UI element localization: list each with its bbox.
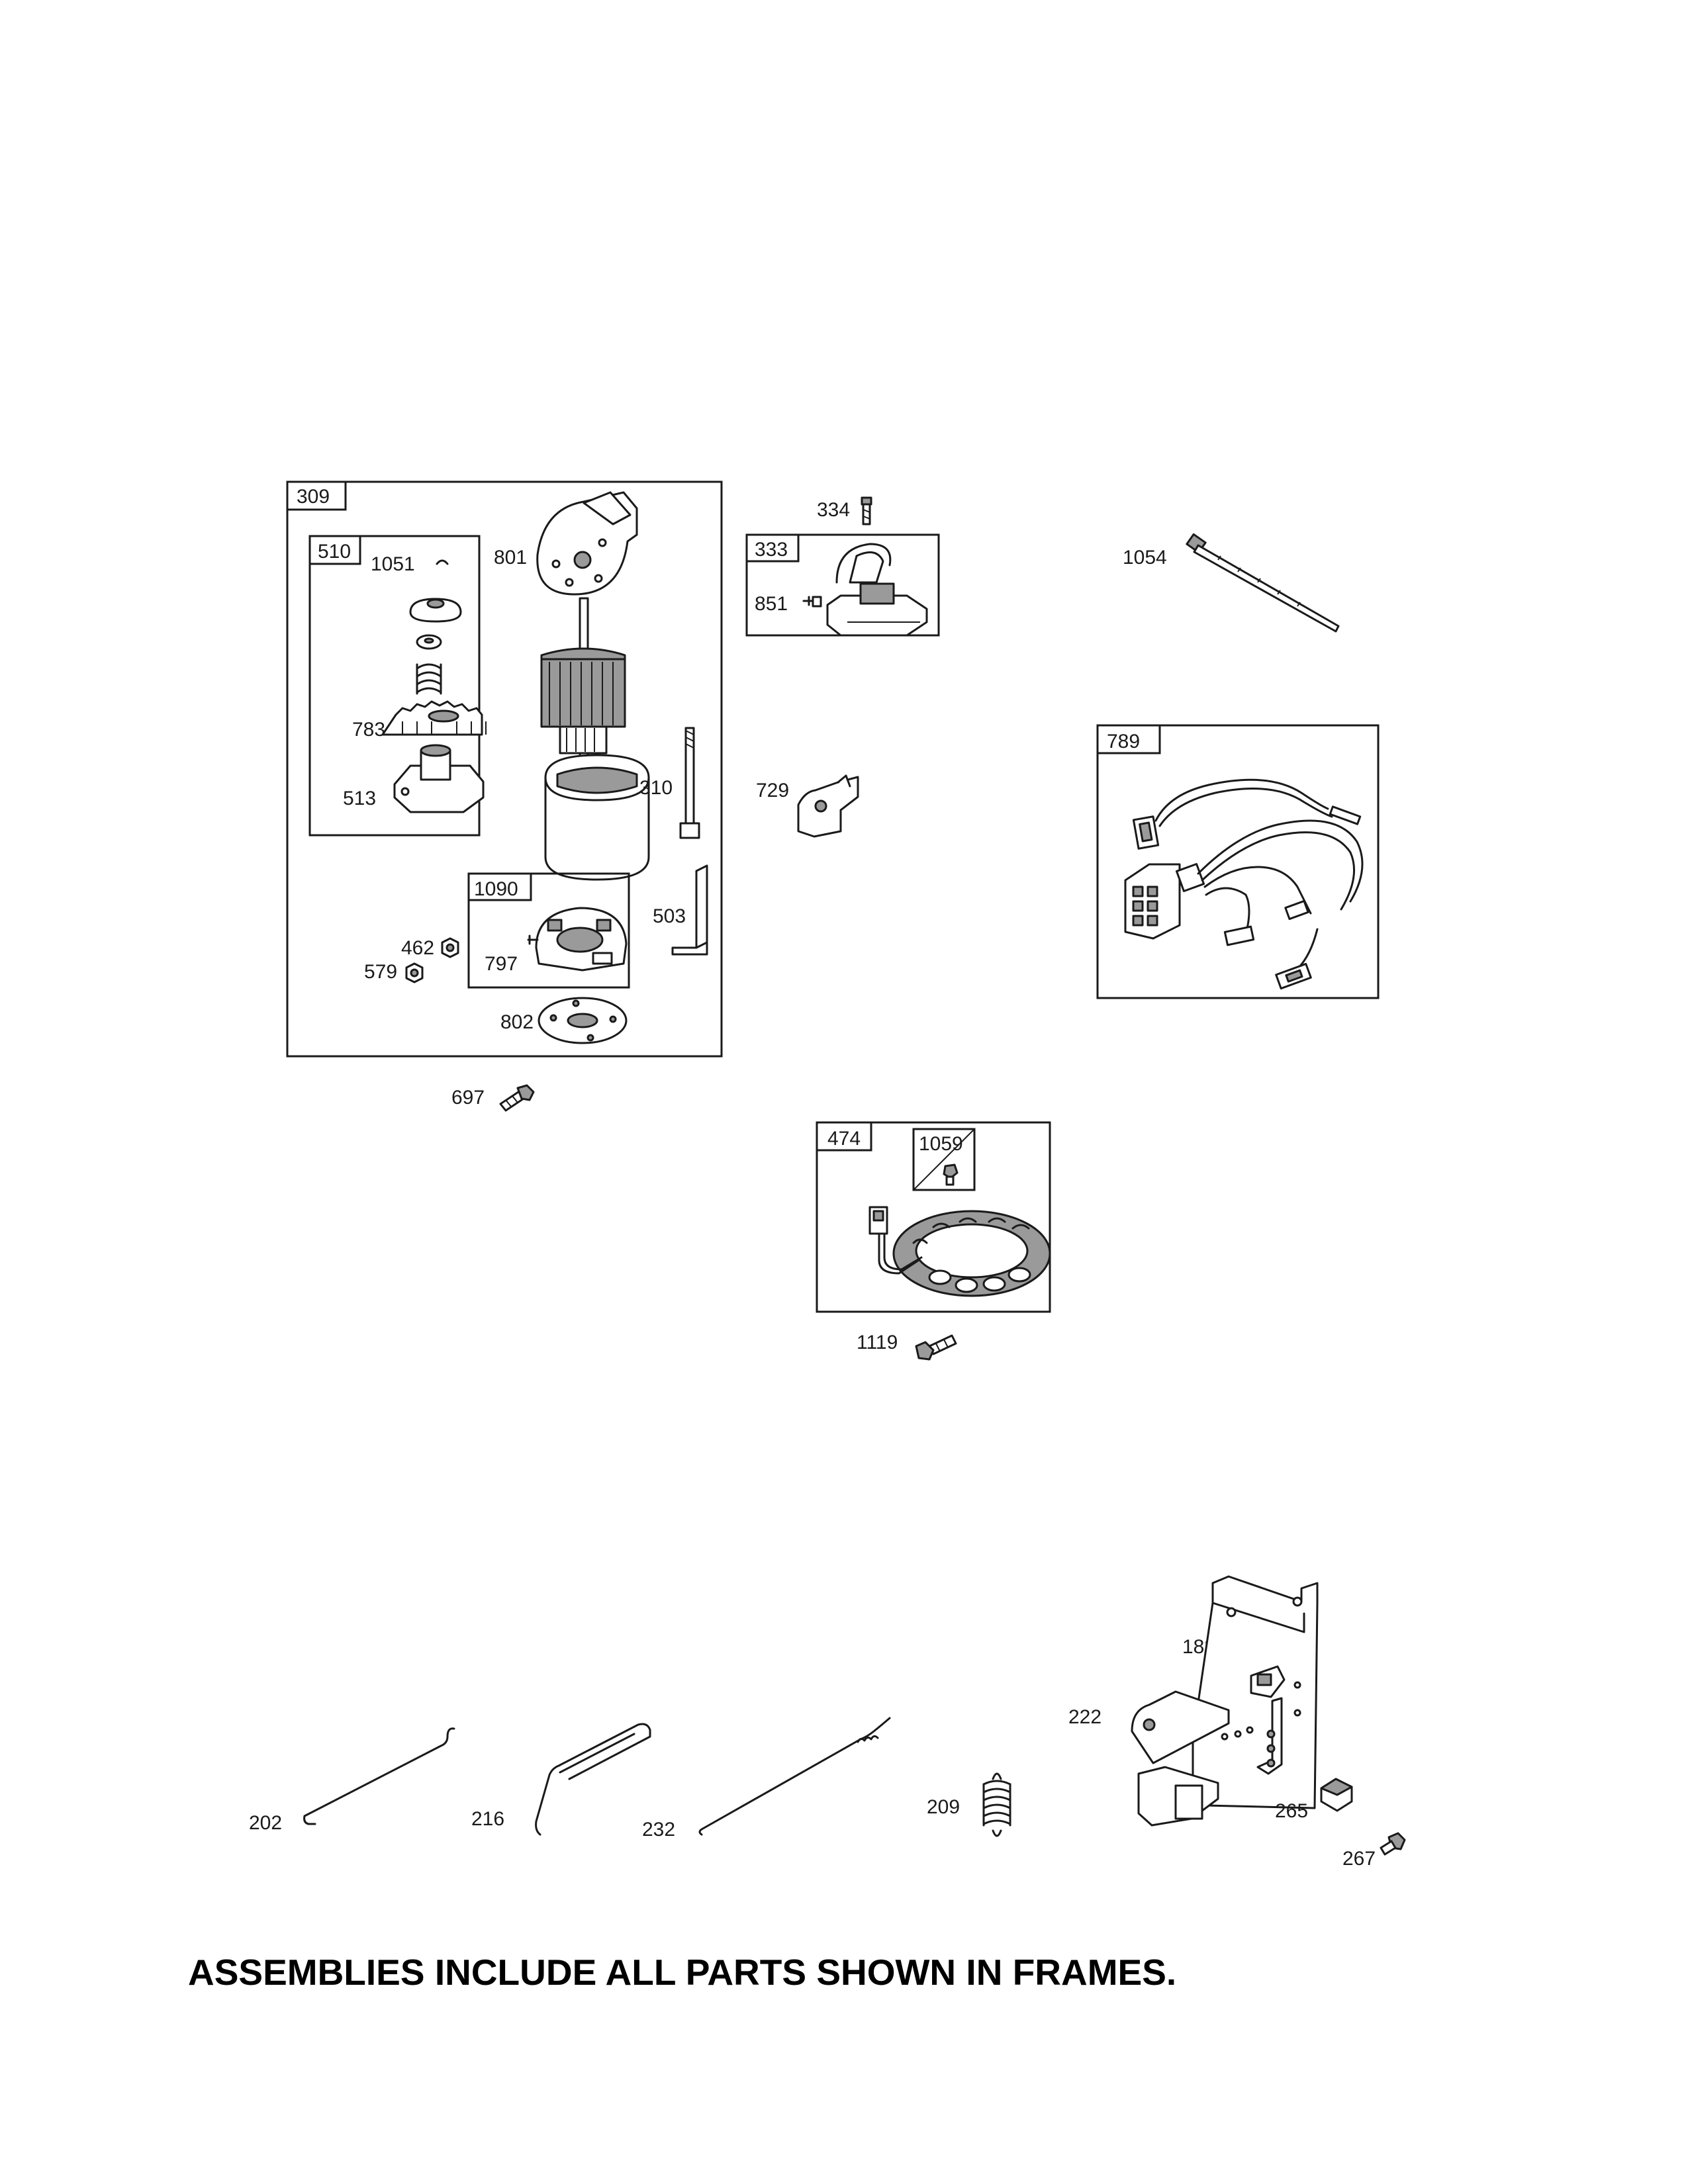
clip-265-part	[1320, 1778, 1353, 1812]
retaining-ring-part	[436, 559, 449, 565]
alternator-stator-part	[868, 1206, 1051, 1297]
insulator-part	[671, 864, 708, 956]
screw-1059-part	[943, 1163, 959, 1186]
screw-267-part	[1380, 1832, 1406, 1856]
frame-510: 510	[308, 535, 481, 837]
part-310-label: 310	[639, 777, 673, 799]
part-802-label: 802	[500, 1011, 534, 1033]
frame-474: 474	[816, 1121, 1051, 1313]
nut-462-part	[441, 937, 459, 958]
part-462-label: 462	[401, 937, 434, 959]
frame-1090-label: 1090	[474, 878, 518, 900]
brush-plate-part	[538, 997, 628, 1044]
through-bolt-part	[679, 727, 700, 839]
bracket-729-part	[797, 774, 859, 838]
ignition-coil-part	[802, 543, 928, 637]
motor-housing-part	[544, 754, 650, 881]
control-bracket-part	[1131, 1575, 1319, 1827]
frame-1090: 1090	[467, 872, 630, 989]
part-797-label: 797	[485, 953, 518, 975]
frame-309: 309	[286, 480, 723, 1058]
cable-tie-part	[1186, 533, 1340, 633]
frame-333-label: 333	[755, 539, 788, 561]
screw-334-part	[861, 496, 872, 525]
frame-474-label: 474	[827, 1128, 861, 1150]
spring-part	[416, 663, 442, 695]
part-697-label: 697	[451, 1087, 485, 1109]
link-rod-216-part	[535, 1723, 651, 1836]
link-rod-202-part	[303, 1727, 455, 1825]
frame-510-label: 510	[318, 541, 351, 563]
end-cap-part	[536, 491, 638, 596]
part-222-label: 222	[1068, 1706, 1102, 1728]
part-579-label: 579	[364, 961, 397, 983]
part-267-label: 267	[1342, 1848, 1376, 1870]
extension-spring-part	[982, 1772, 1011, 1837]
frame-333: 333	[745, 533, 940, 637]
part-334-label: 334	[817, 499, 850, 521]
part-783-label: 783	[352, 719, 385, 741]
part-729-label: 729	[756, 780, 789, 801]
wire-harness-part	[1124, 778, 1364, 990]
part-209-label: 209	[927, 1796, 960, 1818]
part-851-label: 851	[755, 593, 788, 615]
part-1119-label: 1119	[857, 1332, 898, 1353]
part-801-label: 801	[494, 547, 527, 569]
part-1051-label: 1051	[371, 553, 415, 575]
frame-1059-label: 1059	[919, 1133, 963, 1155]
drive-housing-part	[393, 744, 485, 813]
screw-697-part	[499, 1084, 535, 1112]
part-216-label: 216	[471, 1808, 504, 1830]
stop-collar-part	[409, 598, 462, 623]
part-503-label: 503	[653, 905, 686, 927]
part-265-label: 265	[1275, 1800, 1308, 1822]
governor-spring-rod-part	[698, 1717, 891, 1836]
brush-holder-part	[527, 907, 628, 972]
frame-1059: 1059	[912, 1128, 976, 1191]
assemblies-note: ASSEMBLIES INCLUDE ALL PARTS SHOWN IN FR…	[188, 1952, 1177, 1993]
screw-1119-part	[915, 1334, 957, 1361]
part-513-label: 513	[343, 788, 376, 809]
nut-579-part	[405, 962, 424, 983]
frame-789-label: 789	[1107, 731, 1140, 752]
part-1054-label: 1054	[1123, 547, 1167, 569]
frame-309-label: 309	[297, 486, 330, 508]
part-232-label: 232	[642, 1819, 675, 1841]
frame-789: 789	[1096, 724, 1380, 999]
pinion-gear-part	[381, 700, 487, 736]
part-202-label: 202	[249, 1812, 282, 1834]
armature-part	[540, 597, 626, 764]
